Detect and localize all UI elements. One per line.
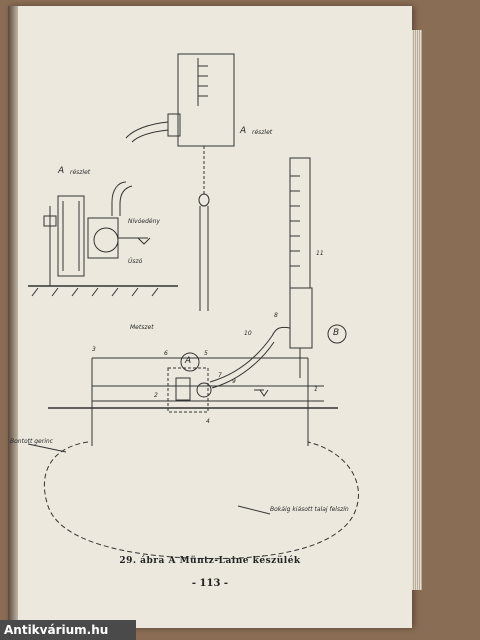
detail-frame [57, 195, 85, 277]
callout-b: B [333, 328, 340, 338]
graduated-cylinder [289, 157, 311, 289]
number-1: 1 [314, 386, 318, 393]
technical-drawing [27, 53, 359, 560]
excavation-outline [43, 441, 359, 560]
watermark: Antikvárium.hu [0, 620, 136, 640]
label-a-top-word: részlet [252, 129, 273, 136]
section-detail-box [167, 367, 209, 413]
label-a-left-word: részlet [70, 169, 91, 176]
number-4: 4 [206, 418, 210, 425]
number-8: 8 [274, 312, 278, 319]
figure-caption: 29. ábra A Müntz-Laine készülék [119, 556, 301, 566]
number-2: 2 [154, 392, 158, 399]
label-bontott: Bontott gerinc [10, 438, 53, 445]
reservoir-vessel [177, 53, 235, 147]
outlet-pipe [125, 121, 169, 139]
connecting-hose [209, 326, 291, 383]
label-a-top: A [240, 126, 247, 136]
number-5: 5 [204, 350, 208, 357]
label-a-left: A [58, 166, 65, 176]
float-top [198, 193, 210, 207]
callout-b-circle [327, 324, 347, 344]
label-metszet: Metszet [130, 324, 154, 331]
number-7: 7 [218, 372, 222, 379]
valve-body [167, 113, 181, 137]
label-boka: Bokáig kiásott talaj felszín [270, 506, 349, 513]
callout-a-circle [180, 352, 200, 372]
number-3: 3 [92, 346, 96, 353]
label-nivo: Nívóedény [128, 218, 160, 225]
page-number: - 113 - [191, 578, 229, 589]
number-6: 6 [164, 350, 168, 357]
number-11: 11 [316, 250, 324, 257]
callout-a: A [185, 356, 192, 366]
book-page: A részlet A részlet Nívóedény Úszó Metsz… [8, 6, 412, 628]
page-edges [412, 30, 422, 590]
detail-pipe [111, 181, 127, 216]
label-uszo: Úszó [128, 258, 143, 265]
book-spine [8, 6, 18, 628]
number-9: 9 [232, 378, 236, 385]
number-10: 10 [244, 330, 252, 337]
